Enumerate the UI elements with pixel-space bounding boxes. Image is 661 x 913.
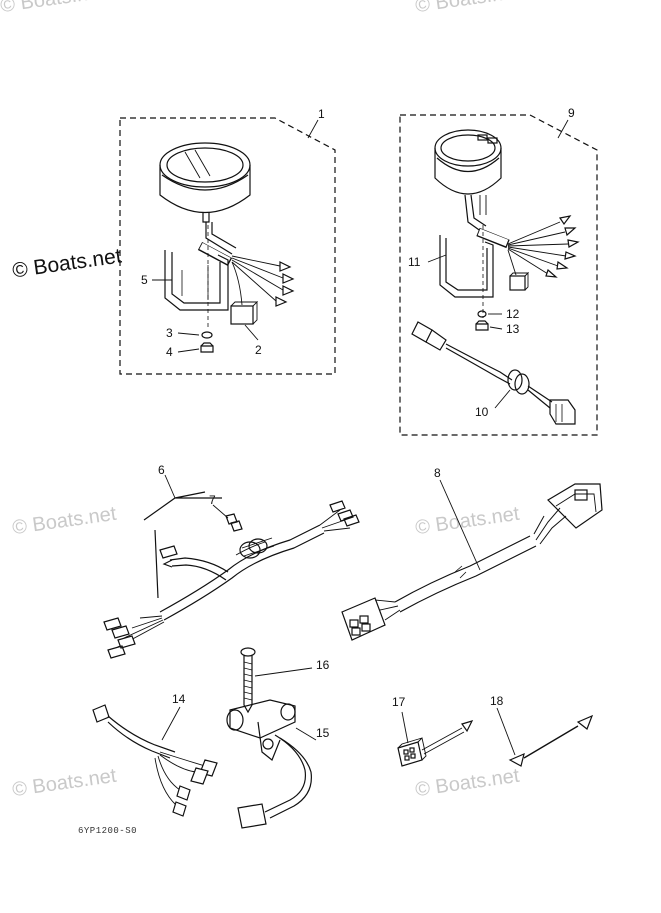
gauge-1 — [159, 142, 251, 223]
gauge-9 — [434, 129, 502, 215]
gauge-9-harness — [464, 194, 580, 291]
harness-8 — [341, 483, 603, 641]
callout-5: 5 — [141, 273, 148, 287]
callout-14: 14 — [172, 692, 186, 706]
gauge-1-harness — [197, 222, 295, 325]
callout-18: 18 — [490, 694, 504, 708]
callout-9: 9 — [568, 106, 575, 120]
callout-13: 13 — [506, 322, 520, 336]
connector-7 — [225, 513, 243, 532]
callout-1: 1 — [318, 107, 325, 121]
diagram-code: 6YP1200-S0 — [78, 826, 138, 836]
sensor-15 — [226, 699, 312, 829]
leader-lines — [152, 119, 569, 756]
bracket-11 — [439, 235, 494, 298]
harness-6 — [103, 491, 360, 659]
callout-8: 8 — [434, 466, 441, 480]
callout-16: 16 — [316, 658, 330, 672]
group-1-outline — [119, 117, 336, 375]
callout-3: 3 — [166, 326, 173, 340]
screw-16 — [240, 647, 256, 714]
washer-12 — [477, 310, 487, 318]
callout-15: 15 — [316, 726, 330, 740]
sensor-cable-10 — [411, 321, 576, 425]
connector-17 — [397, 720, 474, 767]
callout-11: 11 — [408, 255, 421, 269]
callout-4: 4 — [166, 345, 173, 359]
callout-7: 7 — [209, 493, 216, 507]
callout-6: 6 — [158, 463, 165, 477]
callout-2: 2 — [255, 343, 262, 357]
washer-3 — [201, 331, 213, 339]
wire-18 — [508, 714, 594, 767]
nut-4 — [200, 342, 214, 353]
callout-10: 10 — [475, 405, 489, 419]
group-9-outline — [399, 114, 598, 436]
callout-17: 17 — [392, 695, 406, 709]
callout-12: 12 — [506, 307, 520, 321]
harness-14 — [92, 704, 218, 817]
nut-13 — [475, 320, 489, 331]
